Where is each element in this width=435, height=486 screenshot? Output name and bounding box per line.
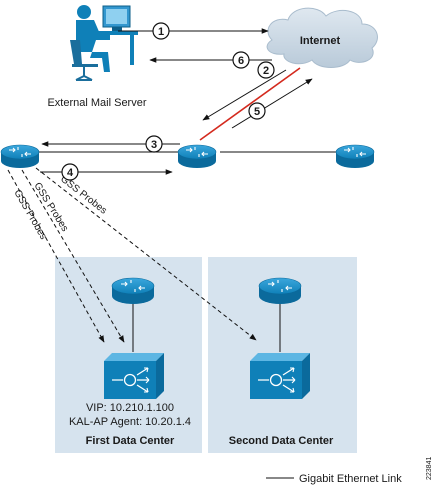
internet-cloud: Internet — [266, 7, 378, 68]
appliance-first-dc-icon — [104, 353, 164, 399]
external-mail-server-label: External Mail Server — [47, 97, 146, 109]
workstation-user-icon — [70, 5, 138, 81]
svg-text:3: 3 — [151, 139, 157, 151]
second-data-center-title: Second Data Center — [229, 435, 334, 447]
gss-probes-label-3: GSS Probes — [58, 174, 109, 217]
vip-label: VIP: 10.210.1.100 — [86, 402, 174, 414]
router-center-icon — [177, 144, 217, 168]
step-3-badge: 3 — [145, 135, 163, 153]
gss-probe-arrow-2 — [21, 169, 125, 343]
gss-probe-arrow-3 — [35, 167, 257, 341]
svg-text:5: 5 — [254, 106, 260, 118]
step-6-badge: 6 — [232, 51, 250, 69]
appliance-second-dc-icon — [250, 353, 310, 399]
gigabit-link-red — [199, 67, 301, 141]
flow-5-arrow — [231, 78, 313, 129]
figure-id: 223841 — [426, 457, 433, 480]
step-1-badge: 1 — [152, 22, 170, 40]
svg-text:1: 1 — [158, 26, 164, 38]
step-2-badge: 2 — [257, 61, 275, 79]
svg-text:2: 2 — [263, 65, 269, 77]
step-5-badge: 5 — [248, 102, 266, 120]
flow-2-arrow — [202, 69, 287, 121]
router-second-dc-icon — [258, 277, 302, 304]
svg-text:4: 4 — [67, 167, 74, 179]
first-data-center-title: First Data Center — [86, 435, 175, 447]
router-right-icon — [335, 144, 375, 168]
step-4-badge: 4 — [61, 163, 79, 181]
legend-label: Gigabit Ethernet Link — [299, 473, 402, 485]
internet-label: Internet — [300, 35, 341, 47]
svg-text:6: 6 — [238, 55, 244, 67]
legend: Gigabit Ethernet Link — [266, 473, 402, 485]
kal-ap-agent-label: KAL-AP Agent: 10.20.1.4 — [69, 416, 191, 428]
router-left-icon — [0, 144, 40, 168]
gss-probe-arrow-1 — [7, 169, 105, 343]
router-first-dc-icon — [111, 277, 155, 304]
